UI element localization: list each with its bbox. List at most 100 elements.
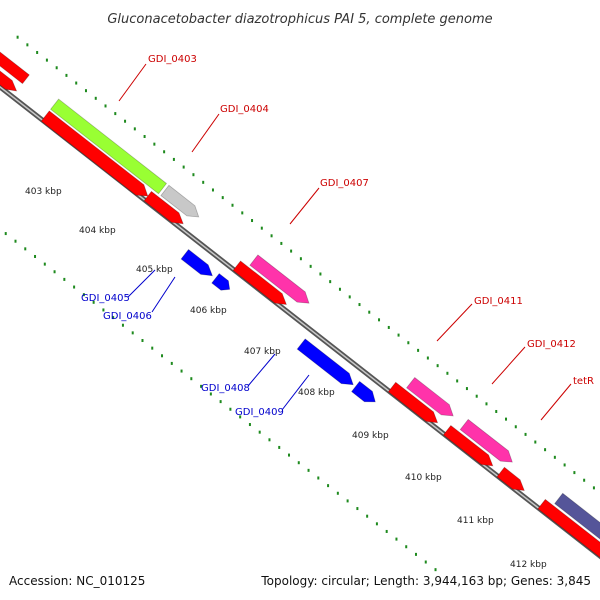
ruler-dot bbox=[219, 400, 222, 404]
ruler-dot bbox=[161, 354, 164, 358]
tick-label-410: 410 kbp bbox=[405, 473, 442, 483]
ruler-dot bbox=[251, 219, 254, 223]
topology-summary: Topology: circular; Length: 3,944,163 bp… bbox=[260, 574, 591, 588]
ruler-dot bbox=[387, 325, 390, 329]
ruler-dot bbox=[151, 346, 154, 350]
ruler-dot bbox=[172, 157, 175, 161]
ruler-dot bbox=[573, 471, 576, 475]
ruler-dot bbox=[102, 308, 105, 312]
gene-features bbox=[0, 51, 600, 558]
gene-label-gdi-0407: GDI_0407 bbox=[320, 178, 369, 189]
ruler-dot bbox=[309, 264, 312, 268]
gene-cds-0407 bbox=[232, 260, 288, 305]
gene-label-gdi-0411: GDI_0411 bbox=[474, 296, 523, 307]
ruler-dot bbox=[395, 537, 398, 541]
ruler-dot bbox=[356, 507, 359, 511]
ruler-dot bbox=[475, 394, 478, 398]
ruler-dot bbox=[258, 430, 261, 434]
ruler-dot bbox=[43, 262, 46, 266]
ruler-dot bbox=[200, 384, 203, 388]
gene-cds-0413 bbox=[496, 466, 525, 491]
gene-label-gdi-0403: GDI_0403 bbox=[148, 54, 197, 65]
ruler-dot bbox=[75, 81, 78, 85]
ruler-dot bbox=[53, 270, 56, 274]
ruler-dot bbox=[180, 369, 183, 373]
ruler-dot bbox=[190, 377, 193, 381]
ruler-dot bbox=[192, 173, 195, 177]
ruler-dot bbox=[84, 89, 87, 93]
ruler-dot bbox=[36, 50, 39, 54]
ruler-dot bbox=[14, 239, 17, 243]
ruler-dot bbox=[112, 316, 115, 320]
ruler-dot bbox=[417, 348, 420, 352]
gene-label-tetr: tetR bbox=[573, 376, 594, 387]
ruler-dot bbox=[465, 387, 468, 391]
ruler-dot bbox=[514, 425, 517, 429]
ruler-dot bbox=[239, 415, 242, 419]
ruler-dot bbox=[114, 112, 117, 116]
ruler-dot bbox=[82, 293, 85, 297]
ruler-dot bbox=[368, 310, 371, 314]
ruler-dot bbox=[270, 234, 273, 238]
ruler-dot bbox=[280, 241, 283, 245]
gene-cog-0403 bbox=[50, 98, 168, 195]
ruler-dot bbox=[260, 226, 263, 230]
ruler-dot bbox=[299, 257, 302, 261]
ruler-dot bbox=[121, 323, 124, 327]
ruler-dot bbox=[329, 280, 332, 284]
gene-label-gdi-0412: GDI_0412 bbox=[527, 339, 576, 350]
ruler-dot bbox=[534, 440, 537, 444]
ruler-dot bbox=[63, 277, 66, 281]
ruler-dot bbox=[153, 142, 156, 146]
ruler-dot bbox=[182, 165, 185, 169]
ruler-dot bbox=[24, 247, 27, 251]
gene-cds-0405 bbox=[180, 248, 214, 277]
gene-labels: GDI_0403 GDI_0404 GDI_0407 GDI_0411 GDI_… bbox=[81, 54, 594, 421]
ruler-dot bbox=[65, 73, 68, 77]
gene-label-gdi-0406: GDI_0406 bbox=[103, 311, 152, 322]
ruler-dot bbox=[34, 254, 37, 258]
ruler-dot bbox=[407, 341, 410, 345]
ruler-dot bbox=[592, 486, 595, 490]
ruler-dot bbox=[248, 423, 251, 427]
gene-cog-0402 bbox=[0, 51, 30, 85]
ruler-dot bbox=[338, 287, 341, 291]
gene-label-gdi-0409: GDI_0409 bbox=[235, 407, 284, 418]
ruler-dot bbox=[317, 476, 320, 480]
accession-text: Accession: NC_010125 bbox=[9, 574, 145, 588]
gene-cog-0412 bbox=[459, 418, 513, 463]
gene-cog-tetr bbox=[554, 492, 600, 540]
tick-labels: 403 kbp 404 kbp 405 kbp 406 kbp 407 kbp … bbox=[25, 187, 547, 570]
ruler-dot bbox=[366, 514, 369, 518]
ruler-dot bbox=[288, 453, 291, 457]
ruler-dot bbox=[16, 35, 19, 39]
ruler-dot bbox=[241, 211, 244, 215]
gene-cds-0408 bbox=[296, 338, 354, 386]
gene-cog-0407 bbox=[249, 254, 310, 304]
ruler-dot bbox=[143, 135, 146, 139]
ruler-dot bbox=[26, 43, 29, 47]
ruler-dot bbox=[414, 552, 417, 556]
ruler-dot bbox=[4, 232, 7, 236]
gene-cds-0403 bbox=[40, 110, 149, 197]
ruler-dots bbox=[4, 35, 595, 572]
gene-cog-0411 bbox=[406, 376, 454, 417]
ruler-dot bbox=[221, 196, 224, 200]
ruler-dot bbox=[211, 188, 214, 192]
ruler-dot bbox=[92, 300, 95, 304]
gene-label-gdi-0404: GDI_0404 bbox=[220, 104, 269, 115]
ruler-dot bbox=[290, 249, 293, 253]
ruler-dot bbox=[456, 379, 459, 383]
ruler-dot bbox=[378, 318, 381, 322]
ruler-dot bbox=[583, 478, 586, 482]
tick-label-406: 406 kbp bbox=[190, 306, 227, 316]
gene-cds-0402 bbox=[0, 70, 18, 92]
ruler-dot bbox=[209, 392, 212, 396]
ruler-dot bbox=[434, 568, 437, 572]
ruler-dot bbox=[55, 66, 58, 70]
tick-label-403: 403 kbp bbox=[25, 187, 62, 197]
ruler-dot bbox=[446, 371, 449, 375]
ruler-dot bbox=[94, 96, 97, 100]
ruler-dot bbox=[405, 545, 408, 549]
ruler-dot bbox=[104, 104, 107, 108]
